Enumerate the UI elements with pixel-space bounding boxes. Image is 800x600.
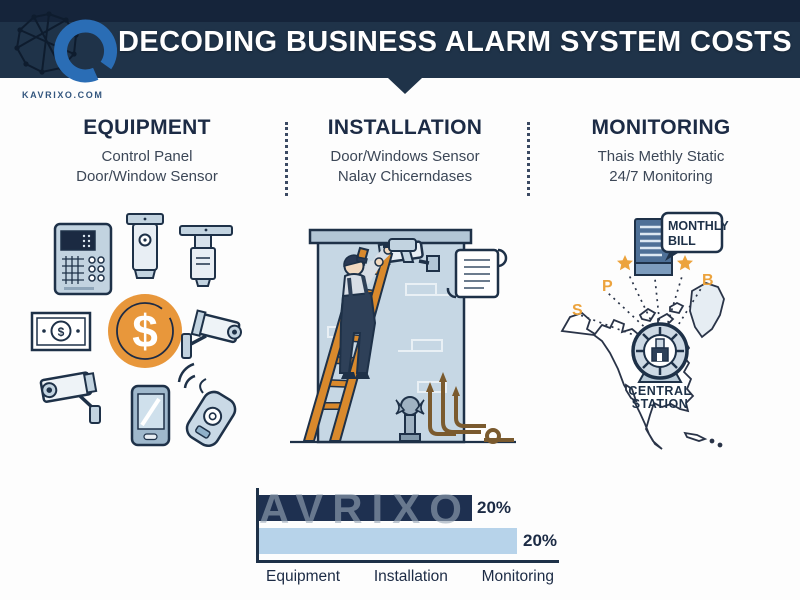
- installation-illustration: [290, 228, 516, 444]
- money-dollar-glyph: $: [58, 325, 65, 339]
- monitoring-column-header: MONITORING Thais Methly Static 24/7 Moni…: [546, 116, 776, 187]
- installation-column-header: INSTALLATION Door/Windows Sensor Nalay C…: [294, 116, 516, 187]
- chart-category-installation: Installation: [373, 568, 448, 585]
- central-station-icon: [631, 322, 689, 383]
- cctv-camera-left-icon: [39, 371, 101, 424]
- cost-bar-chart: 20% 20% Equipment Installation Monitorin…: [256, 488, 568, 588]
- column-divider-2: [527, 122, 530, 196]
- monitoring-heading: MONITORING: [591, 116, 731, 139]
- drill-icon: [383, 238, 417, 263]
- star-icon: [617, 255, 633, 271]
- map-letter-p: P: [602, 278, 613, 295]
- money-bill-icon: $: [30, 311, 92, 352]
- equipment-column-header: EQUIPMENT Control Panel Door/Window Sens…: [38, 116, 256, 187]
- monitoring-illustration: MONTHLY BILL S P B CENTRAL STATION: [560, 211, 729, 450]
- bar-value-label: 20%: [523, 531, 558, 550]
- equipment-heading: EQUIPMENT: [83, 116, 211, 139]
- monthly-bill-bubble: MONTHLY BILL: [660, 211, 729, 261]
- monitoring-sub-line1: Thais Methly Static: [597, 148, 725, 165]
- window-sensor-icon: [179, 225, 233, 287]
- bubble-line1: MONTHLY: [668, 219, 729, 233]
- chart-bar-row: 20%: [259, 495, 511, 521]
- smartphone-icon: [130, 384, 171, 447]
- monitoring-sub-line2: 24/7 Monitoring: [609, 167, 713, 185]
- chart-bar-row: 20%: [259, 528, 557, 554]
- site-url: KAVRIXO.COM: [22, 90, 104, 100]
- column-divider-1: [285, 122, 288, 196]
- control-panel-icon: [53, 222, 113, 296]
- chart-category-equipment: Equipment: [266, 568, 341, 585]
- kavrixo-logo-icon: [14, 11, 118, 83]
- pipes-icon: [395, 372, 514, 444]
- coin-dollar-glyph: $: [132, 305, 158, 357]
- signal-dotted-lines: [579, 272, 703, 342]
- valve-icon: [395, 396, 425, 442]
- cctv-camera-right-icon: [181, 309, 242, 359]
- chart-x-axis: [256, 560, 559, 563]
- dollar-coin-icon: $: [108, 294, 182, 368]
- equipment-sub-line2: Door/Window Sensor: [76, 167, 218, 185]
- chart-category-labels: Equipment Installation Monitoring: [266, 568, 554, 586]
- chart-bar-dark: [259, 495, 472, 521]
- scroll-document-icon: [446, 248, 508, 299]
- equipment-devices-illustration: $ $: [30, 213, 242, 448]
- map-letter-s: S: [572, 302, 583, 319]
- installation-sub-line1: Door/Windows Sensor: [330, 148, 480, 165]
- bar-value-label: 20%: [477, 498, 512, 517]
- star-icon: [677, 255, 693, 271]
- key-fob-icon: [177, 362, 237, 448]
- page-title: DECODING BUSINESS ALARM SYSTEM COSTS: [118, 26, 792, 58]
- chart-y-axis: [256, 488, 259, 563]
- chart-category-monitoring: Monitoring: [481, 568, 554, 585]
- central-station-label-line1: CENTRAL: [628, 384, 691, 398]
- map-letter-b: B: [702, 272, 714, 289]
- bubble-line2: BILL: [668, 234, 696, 248]
- technician: [338, 245, 393, 379]
- header-top-strip: [0, 0, 800, 22]
- installation-sub-line2: Nalay Chicerndases: [337, 167, 473, 185]
- banner-ribbon-notch: [388, 78, 422, 94]
- door-sensor-icon: [126, 213, 164, 279]
- central-station-label-line2: STATION: [632, 397, 689, 411]
- equipment-sub-line1: Control Panel: [101, 148, 193, 165]
- chart-bar-light: [259, 528, 517, 554]
- installation-heading: INSTALLATION: [327, 116, 483, 139]
